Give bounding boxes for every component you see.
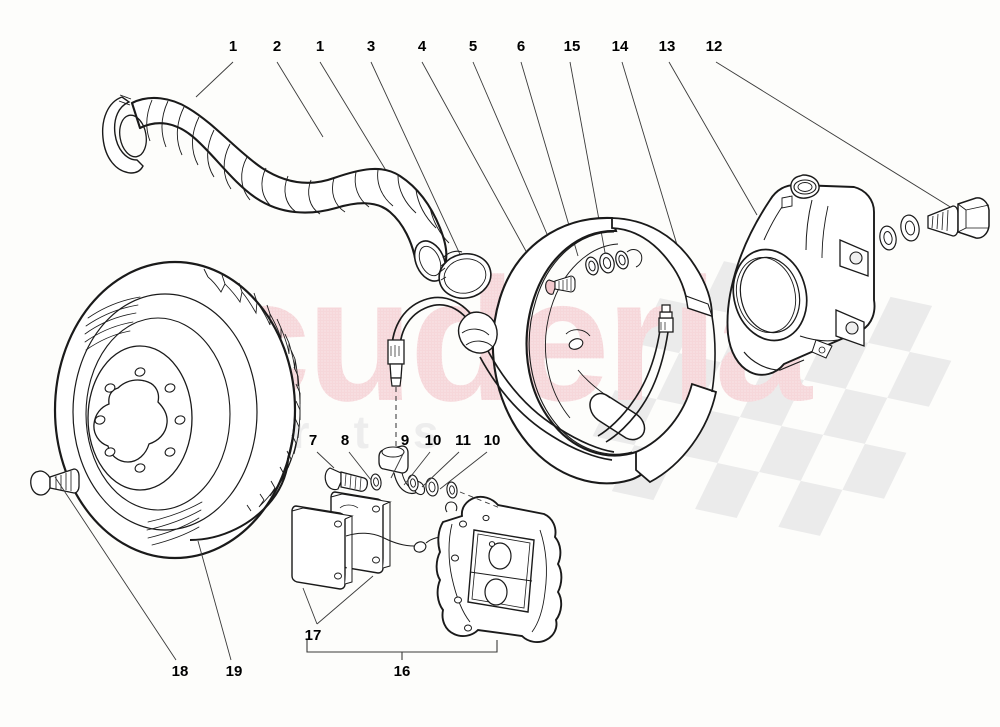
upright-bolt-assembly xyxy=(879,197,990,251)
callout-11: 11 xyxy=(455,432,471,449)
callout-4: 4 xyxy=(417,38,427,55)
callout-13: 13 xyxy=(658,38,676,55)
callout-7: 7 xyxy=(308,432,318,449)
banjo-hardware-group xyxy=(324,445,458,499)
callout-19: 19 xyxy=(225,663,243,680)
callout-5: 5 xyxy=(468,38,478,55)
callout-15: 15 xyxy=(563,38,581,55)
disc-retaining-bolt xyxy=(30,468,80,496)
hose-clamp-left xyxy=(101,94,147,174)
shield-hardware xyxy=(545,249,643,295)
brake-hose-line xyxy=(387,296,674,461)
callout-16: 16 xyxy=(393,663,411,680)
brake-disc-shield xyxy=(491,216,718,485)
leader-lines-pads xyxy=(302,575,374,625)
callout-6: 6 xyxy=(516,38,526,55)
callout-2: 2 xyxy=(272,38,282,55)
callout-1-top-a: 1 xyxy=(228,38,238,55)
caliper-bracket-leader xyxy=(306,640,498,660)
brake-pad-set xyxy=(291,491,447,590)
callout-10-a: 10 xyxy=(424,432,442,449)
callout-10-b: 10 xyxy=(483,432,501,449)
callout-12: 12 xyxy=(705,38,723,55)
callout-1-top-b: 1 xyxy=(315,38,325,55)
brake-disc-rotor xyxy=(53,260,301,560)
callout-8: 8 xyxy=(340,432,350,449)
upright-hub-carrier xyxy=(726,174,876,376)
callout-14: 14 xyxy=(611,38,629,55)
brake-cooling-duct-hose xyxy=(130,96,450,282)
leader-lines-middle xyxy=(316,451,488,490)
callout-17: 17 xyxy=(304,627,322,644)
callout-9: 9 xyxy=(400,432,410,449)
callout-3: 3 xyxy=(366,38,376,55)
hose-clamp-loose xyxy=(438,250,492,299)
brake-caliper xyxy=(435,495,563,644)
callout-18: 18 xyxy=(171,663,189,680)
